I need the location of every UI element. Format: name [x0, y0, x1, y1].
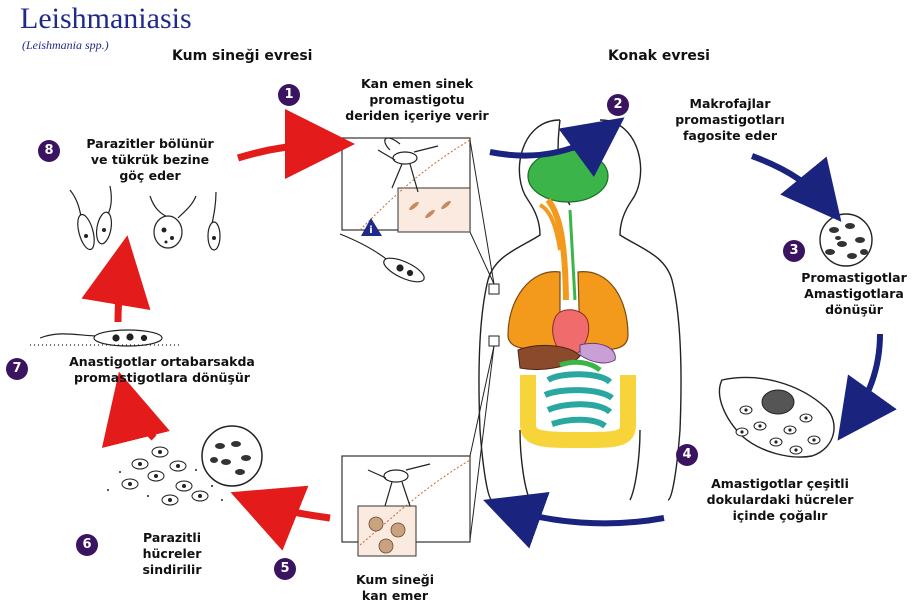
ingested-parasitized-cells: [107, 426, 262, 505]
stage-6-line-3: sindirilir: [124, 562, 220, 578]
stage-4-line-3: içinde çoğalır: [680, 508, 880, 524]
stage-1-badge: 1: [278, 84, 300, 106]
stage-7-badge: 7: [6, 358, 28, 380]
stage-4-badge: 4: [676, 444, 698, 466]
stage-1-line-2: promastigotu: [322, 92, 512, 108]
stage-3-line-1: Promastigotlar: [786, 270, 922, 286]
stage-1-label: Kan emen sinek promastigotu deriden içer…: [322, 76, 512, 124]
arrow-2-to-3: [752, 156, 830, 208]
large-intestine: [528, 375, 628, 440]
arrow-7-to-8: [118, 256, 124, 322]
arrow-1-to-2: [490, 128, 610, 156]
macrophage-with-amastigotes: [820, 214, 872, 266]
promastigote-drawing: [340, 234, 427, 287]
host-stage-heading: Konak evresi: [608, 48, 710, 64]
stage-2-line-3: fagosite eder: [650, 128, 810, 144]
lung-left: [508, 272, 560, 349]
arrow-6-to-7: [124, 392, 154, 438]
stage-4-line-1: Amastigotlar çeşitli: [680, 476, 880, 492]
stage-4-label: Amastigotlar çeşitli dokulardaki hücrele…: [680, 476, 880, 524]
dividing-promastigotes: [70, 186, 220, 251]
stage-8-line-3: göç eder: [60, 168, 240, 184]
stage-5-badge: 5: [274, 558, 296, 580]
sand-fly-stage-heading: Kum sineği evresi: [172, 48, 312, 64]
stage-8-line-1: Parazitler bölünür: [60, 136, 240, 152]
diagram-subtitle: (Leishmania spp.): [22, 38, 109, 53]
elongated-promastigote: [30, 330, 180, 346]
stage-2-line-2: promastigotları: [650, 112, 810, 128]
panel-fly-feeding-top: [342, 138, 470, 232]
stage-8-badge: 8: [38, 140, 60, 162]
small-intestine: [545, 374, 612, 426]
stage-1-line-3: deriden içeriye verir: [322, 108, 512, 124]
stage-8-label: Parazitler bölünür ve tükrük bezine göç …: [60, 136, 240, 184]
stage-3-line-3: dönüşür: [786, 302, 922, 318]
stage-2-badge: 2: [607, 94, 629, 116]
stage-7-line-2: promastigotlara dönüşür: [34, 370, 290, 386]
connector-lines: [470, 140, 499, 540]
infected-tissue-cell: [719, 378, 834, 457]
arrow-3-to-4: [848, 334, 880, 426]
arrow-5-to-6: [250, 500, 330, 518]
arrow-8-to-1: [238, 144, 334, 158]
stage-4-line-2: dokulardaki hücreler: [680, 492, 880, 508]
arrow-4-to-5: [500, 506, 664, 523]
stage-5-line-2: kan emer: [340, 588, 450, 604]
stage-6-label: Parazitli hücreler sindirilir: [124, 530, 220, 578]
stage-3-line-2: Amastigotlara: [786, 286, 922, 302]
stage-3-label: Promastigotlar Amastigotlara dönüşür: [786, 270, 922, 318]
stage-5-line-1: Kum sineği: [340, 572, 450, 588]
infective-marker: i: [369, 225, 372, 236]
stage-6-line-2: hücreler: [124, 546, 220, 562]
stage-6-badge: 6: [76, 534, 98, 556]
stage-2-label: Makrofajlar promastigotları fagosite ede…: [650, 96, 810, 144]
stage-5-label: Kum sineği kan emer: [340, 572, 450, 604]
stage-7-line-1: Anastigotlar ortabarsakda: [34, 354, 290, 370]
stage-1-line-1: Kan emen sinek: [322, 76, 512, 92]
stage-7-label: Anastigotlar ortabarsakda promastigotlar…: [34, 354, 290, 386]
diagram-title: Leishmaniasis: [20, 2, 192, 36]
stage-3-badge: 3: [783, 240, 805, 262]
stage-2-line-1: Makrofajlar: [650, 96, 810, 112]
stage-6-line-1: Parazitli: [124, 530, 220, 546]
stage-8-line-2: ve tükrük bezine: [60, 152, 240, 168]
panel-fly-feeding-bottom: [342, 456, 470, 556]
